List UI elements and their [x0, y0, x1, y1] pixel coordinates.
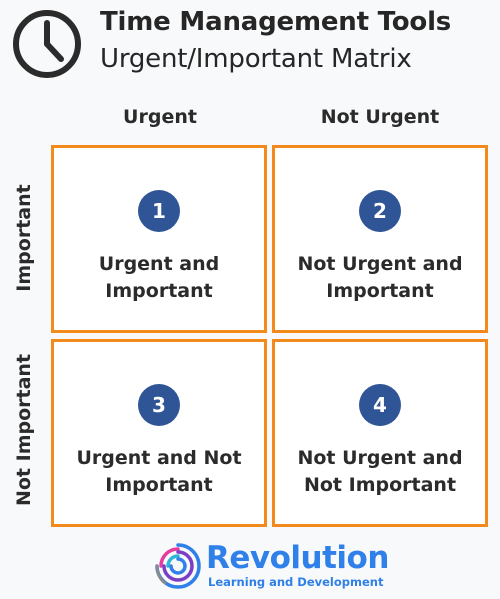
quadrant-not-urgent-important: 2 Not Urgent and Important: [272, 145, 488, 333]
clock-icon: [13, 10, 81, 78]
revolution-spiral-logo: [155, 543, 201, 589]
quadrant-urgent-important: 1 Urgent and Important: [51, 145, 267, 333]
brand-tagline: Learning and Development: [208, 575, 384, 589]
brand-name: Revolution: [206, 540, 389, 576]
quadrant-number-badge: 3: [138, 384, 180, 426]
column-header-urgent: Urgent: [123, 106, 197, 128]
quadrant-label: Not Urgent and Important: [297, 253, 463, 302]
page-title: Time Management Tools: [100, 7, 452, 37]
quadrant-number-badge: 2: [359, 190, 401, 232]
column-header-not-urgent: Not Urgent: [320, 106, 440, 128]
quadrant-urgent-not-important: 3 Urgent and Not Important: [51, 339, 267, 527]
quadrant-number-badge: 1: [138, 190, 180, 232]
quadrant-number-badge: 4: [359, 384, 401, 426]
quadrant-label: Urgent and Important: [98, 253, 220, 302]
page-subtitle: Urgent/Important Matrix: [100, 44, 412, 74]
quadrant-label: Urgent and Not Important: [76, 447, 242, 496]
row-header-important: Important: [13, 184, 35, 292]
quadrant-not-urgent-not-important: 4 Not Urgent and Not Important: [272, 339, 488, 527]
row-header-not-important: Not Important: [13, 353, 35, 507]
quadrant-label: Not Urgent and Not Important: [297, 447, 463, 496]
